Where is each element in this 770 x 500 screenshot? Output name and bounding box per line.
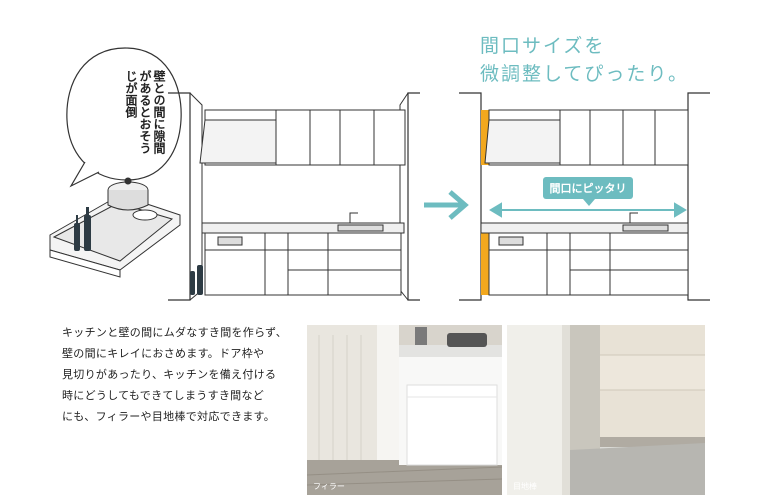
photo-caption: 目地棒 [513, 481, 537, 491]
right-wall [687, 92, 710, 301]
width-measure-arrow [489, 202, 687, 218]
right-wall [407, 92, 420, 301]
filler-bottom [481, 233, 489, 295]
description-line: キッチンと壁の間にムダなすき間を作らず、 [62, 326, 288, 339]
wall-cabinets [484, 109, 689, 166]
arrow-right-icon [424, 190, 469, 220]
speech-bubble-text: 壁との間に隙間があるとおそうじが面倒 [124, 70, 166, 154]
photo-caption: フィラー [313, 482, 345, 491]
headline-line-1: 間口サイズを [480, 35, 606, 57]
bottles-icon [74, 207, 91, 251]
bottles-floor-icon [190, 265, 203, 295]
description: キッチンと壁の間にムダなすき間を作らず、 壁の間にキレイにおさめます。ドア枠や … [62, 322, 298, 427]
pot-icon [107, 177, 149, 211]
description-line: にも、フィラーや目地棒で対応できます。 [62, 410, 276, 423]
headline: 間口サイズを 微調整してぴったり。 [480, 32, 689, 88]
photo-filler: フィラー [307, 325, 502, 495]
left-wall [459, 92, 482, 301]
description-line: 見切りがあったり、キッチンを備え付ける [62, 368, 277, 381]
description-line: 壁の間にキレイにおさめます。ドア枠や [62, 347, 265, 360]
wall-cabinets [199, 109, 406, 166]
kitchen-illustration-after: 間口にピッタリ [459, 92, 710, 301]
fit-label-box [543, 177, 633, 199]
description-line: 時にどうしてもできてしまうすき間など [62, 389, 265, 402]
headline-line-2: 微調整してぴったり。 [480, 63, 690, 85]
base-cabinets [201, 212, 405, 296]
base-cabinets [480, 212, 689, 296]
left-wall [168, 92, 191, 301]
plate-icon [132, 209, 158, 221]
filler-top [481, 110, 489, 165]
fit-label: 間口にピッタリ [550, 182, 627, 195]
photo-joint-bar: 目地棒 [507, 325, 705, 495]
kitchen-illustration-before [49, 92, 420, 301]
